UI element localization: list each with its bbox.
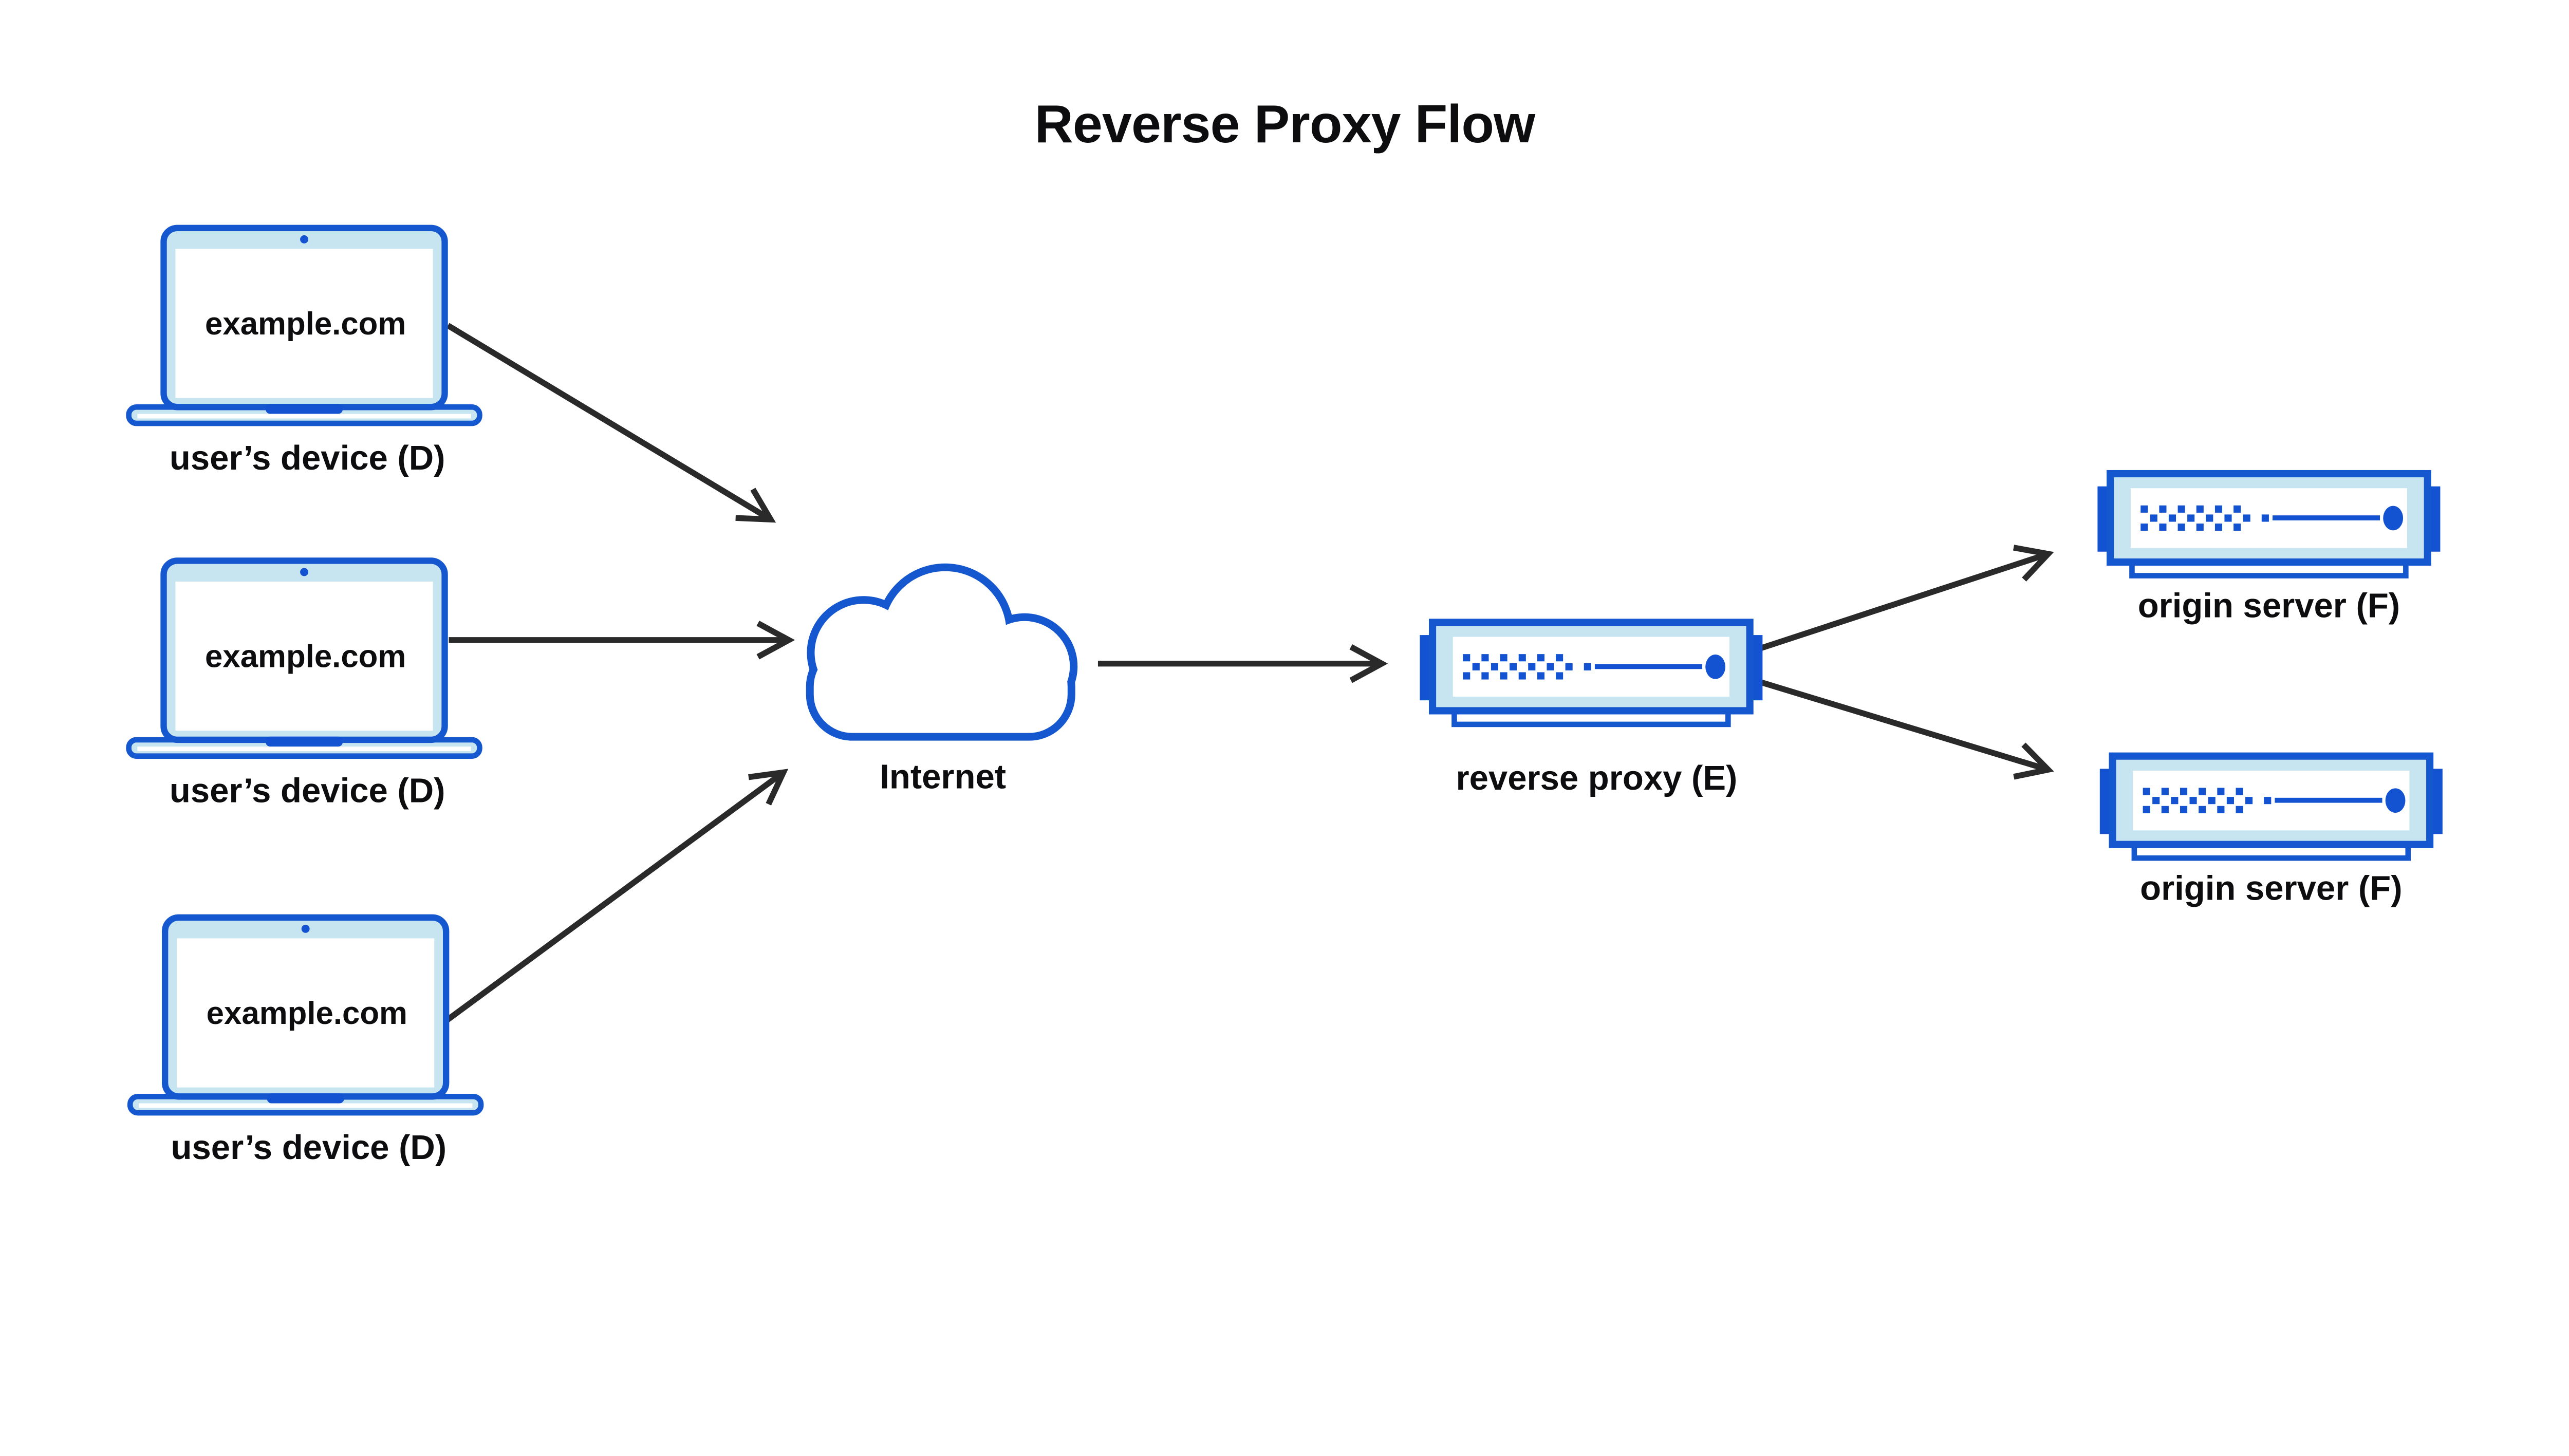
internet-node: Internet (806, 563, 1078, 796)
device3-label: user’s device (D) (171, 1128, 447, 1167)
origin1-label: origin server (F) (2138, 587, 2400, 625)
flow-arrows (442, 323, 2054, 1025)
page-title: Reverse Proxy Flow (1035, 95, 1536, 154)
origin-server-1: origin server (F) (2097, 474, 2440, 625)
reverse-proxy-flow-diagram: Reverse Proxy Flow example.com user’s de… (0, 95, 2569, 1167)
device2-screen-text: example.com (205, 639, 406, 675)
arrow-proxy-to-origin1 (1760, 545, 2054, 651)
rack-server-icon (2097, 474, 2440, 576)
internet-label: Internet (880, 757, 1006, 796)
user-device-2: example.com user’s device (D) (129, 561, 480, 810)
user-device-3: example.com user’s device (D) (130, 918, 481, 1167)
device3-screen-text: example.com (207, 996, 407, 1031)
reverse-proxy-node: reverse proxy (E) (1420, 622, 1762, 797)
device1-label: user’s device (D) (170, 439, 445, 477)
rack-server-icon (1420, 622, 1762, 724)
device2-label: user’s device (D) (170, 772, 445, 810)
user-device-1: example.com user’s device (D) (129, 228, 480, 477)
cloud-icon (806, 563, 1078, 741)
origin-server-2: origin server (F) (2100, 756, 2443, 907)
rack-server-icon (2100, 756, 2443, 858)
diagram-canvas: Reverse Proxy Flow example.com user’s de… (0, 95, 2569, 1167)
arrow-proxy-to-origin2 (1760, 679, 2054, 780)
device1-screen-text: example.com (205, 306, 406, 342)
reverse-proxy-label: reverse proxy (E) (1456, 759, 1738, 797)
origin2-label: origin server (F) (2140, 869, 2402, 907)
arrow-device1-to-internet (446, 323, 776, 523)
arrow-device3-to-internet (442, 769, 789, 1025)
